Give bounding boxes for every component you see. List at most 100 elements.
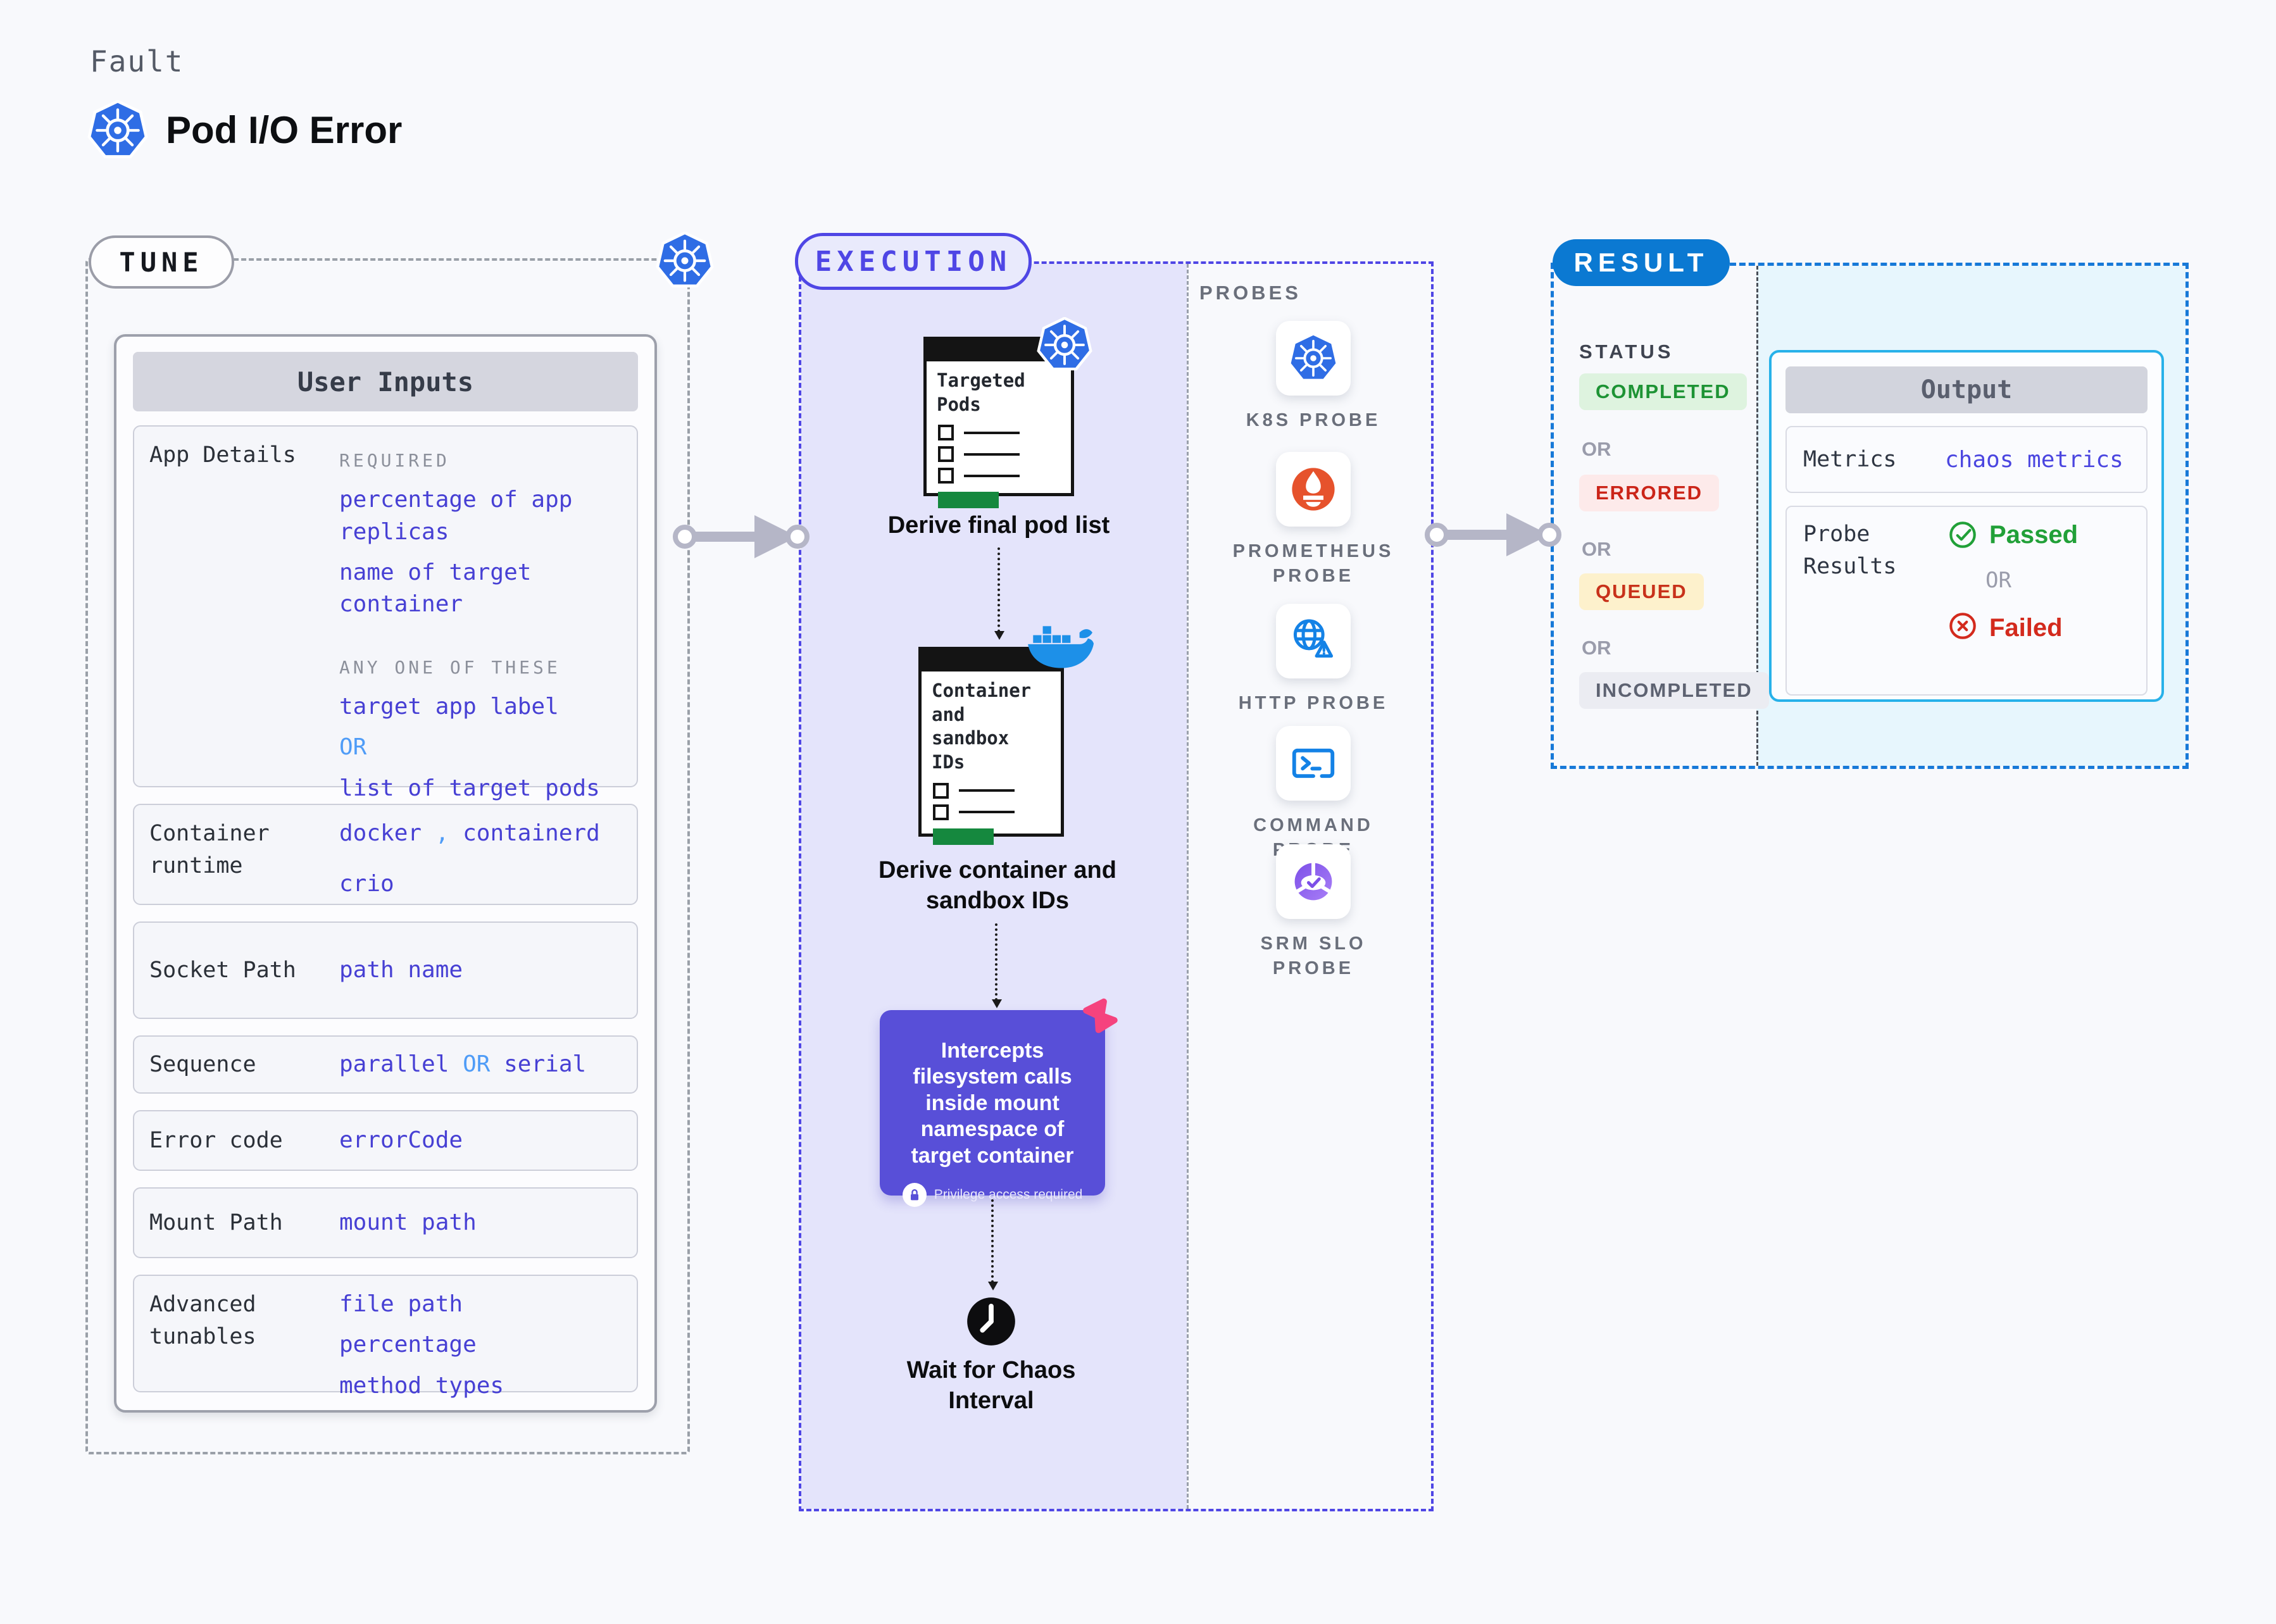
green-bar (933, 828, 994, 845)
wait-caption: Wait for Chaos Interval (906, 1357, 1076, 1414)
result-pill: RESULT (1553, 239, 1730, 286)
privilege-note: Privilege access required (889, 1183, 1096, 1208)
page-title: Pod I/O Error (166, 109, 403, 151)
user-inputs-title: User Inputs (133, 352, 638, 411)
row-label: Advanced tunables (149, 1292, 256, 1349)
input-row-error-code: Error code errorCode (133, 1110, 638, 1171)
probe-results-row: Probe Results Passed OR Failed (1785, 506, 2148, 696)
probe-name: HTTP PROBE (1238, 693, 1389, 713)
status-badge-completed: COMPLETED (1579, 373, 1747, 410)
derive-ids-caption: Derive container and sandbox IDs (879, 857, 1116, 914)
or-separator: OR (1582, 538, 1611, 560)
prometheus-logo-icon (1287, 463, 1340, 516)
or-separator: OR (463, 1051, 491, 1077)
status-label: STATUS (1579, 340, 1674, 363)
input-row-sequence: Sequence parallel OR serial (133, 1035, 638, 1094)
or-separator: OR (1985, 568, 2011, 593)
value: target app label (339, 693, 559, 720)
x-circle-icon (1946, 609, 1979, 642)
intercept-text: Intercepts filesystem calls inside mount… (911, 1039, 1074, 1168)
value: percentage of app replicas (339, 487, 573, 545)
probe-results-values: Passed OR Failed (1936, 518, 2130, 683)
clock-icon (964, 1294, 1018, 1349)
flow-connector (992, 923, 1002, 1008)
value: percentage (339, 1332, 477, 1358)
tune-section (85, 258, 690, 1454)
fault-eyebrow: Fault (90, 44, 184, 78)
kubernetes-logo-icon (87, 100, 148, 161)
row-values: REQUIRED percentage of app replicas name… (339, 439, 622, 801)
output-panel: Output Metrics chaos metrics Probe Resul… (1769, 350, 2164, 702)
kubernetes-logo-icon (1288, 333, 1339, 384)
or-separator: OR (339, 734, 367, 761)
status-badge-queued: QUEUED (1579, 573, 1704, 610)
list-line (964, 474, 1020, 477)
metrics-label: Metrics (1803, 446, 1897, 472)
result-section: STATUS COMPLETED OR ERRORED OR QUEUED OR… (1551, 263, 2189, 769)
probe-results-label: Probe Results (1803, 522, 1897, 579)
input-row-container-runtime: Container runtime docker , containerd cr… (133, 804, 638, 905)
input-row-socket-path: Socket Path path name (133, 921, 638, 1019)
flow-connector (994, 547, 1004, 640)
globe-alert-icon (1287, 615, 1340, 668)
status-badge-incompleted: INCOMPLETED (1579, 672, 1769, 709)
tune-to-execution-arrow (673, 515, 810, 558)
targeted-pods-title: Targeted Pods (937, 370, 1025, 415)
value: docker (339, 820, 422, 846)
probe-http (1276, 604, 1351, 678)
metrics-value: chaos metrics (1945, 446, 2123, 473)
kubernetes-logo-icon (1037, 317, 1092, 373)
chaos-pinwheel-icon (1077, 994, 1122, 1038)
input-row-app-details: App Details REQUIRED percentage of app r… (133, 425, 638, 801)
terminal-icon (1287, 737, 1340, 790)
checkbox-icon (933, 782, 949, 799)
value: file path (339, 1291, 463, 1317)
value: parallel (339, 1051, 449, 1077)
green-bar (938, 492, 999, 509)
value: path name (339, 956, 463, 983)
row-values: docker , containerd crio (339, 818, 622, 897)
probes-label: PROBES (1199, 282, 1301, 304)
flow-connector (988, 1199, 998, 1290)
probe-name: K8S PROBE (1246, 410, 1381, 430)
slo-donut-icon (1287, 855, 1340, 908)
tune-pill: TUNE (89, 235, 234, 289)
value: method types (339, 1372, 504, 1399)
list-line (959, 789, 1015, 792)
row-label: Socket Path (149, 957, 296, 983)
row-values: parallel OR serial (339, 1049, 622, 1080)
value: errorCode (339, 1127, 463, 1153)
probe-name: SRM SLO PROBE (1260, 934, 1366, 979)
list-line (964, 431, 1020, 434)
comma-separator: , (435, 820, 449, 846)
result-divider (1756, 266, 1758, 766)
any-one-heading: ANY ONE OF THESE (339, 656, 561, 678)
row-label: Mount Path (149, 1209, 283, 1235)
container-ids-card: Container and sandbox IDs (918, 647, 1064, 845)
checkbox-icon (938, 425, 954, 441)
status-badge-errored: ERRORED (1579, 475, 1720, 511)
list-line (964, 453, 1020, 456)
checkbox-icon (938, 468, 954, 484)
passed-value: Passed (1989, 520, 2079, 549)
probes-divider (1187, 264, 1189, 1509)
row-label: Container runtime (149, 821, 270, 878)
checkbox-icon (933, 804, 949, 820)
privilege-text: Privilege access required (934, 1187, 1083, 1202)
probe-prometheus (1276, 452, 1351, 527)
docker-logo-icon (1023, 623, 1094, 675)
or-separator: OR (1582, 637, 1611, 659)
list-line (959, 811, 1015, 814)
kubernetes-logo-icon (656, 232, 714, 290)
intercept-step: Intercepts filesystem calls inside mount… (880, 1010, 1105, 1208)
failed-value: Failed (1989, 613, 2063, 642)
derive-pod-list-caption: Derive final pod list (887, 512, 1110, 539)
execution-section: Targeted Pods Derive final pod list Cont… (799, 261, 1434, 1511)
value: mount path (339, 1209, 477, 1235)
row-label: Error code (149, 1127, 283, 1153)
required-heading: REQUIRED (339, 450, 450, 471)
metrics-row: Metrics chaos metrics (1785, 426, 2148, 493)
or-separator: OR (1582, 438, 1611, 460)
row-label: App Details (149, 442, 296, 468)
